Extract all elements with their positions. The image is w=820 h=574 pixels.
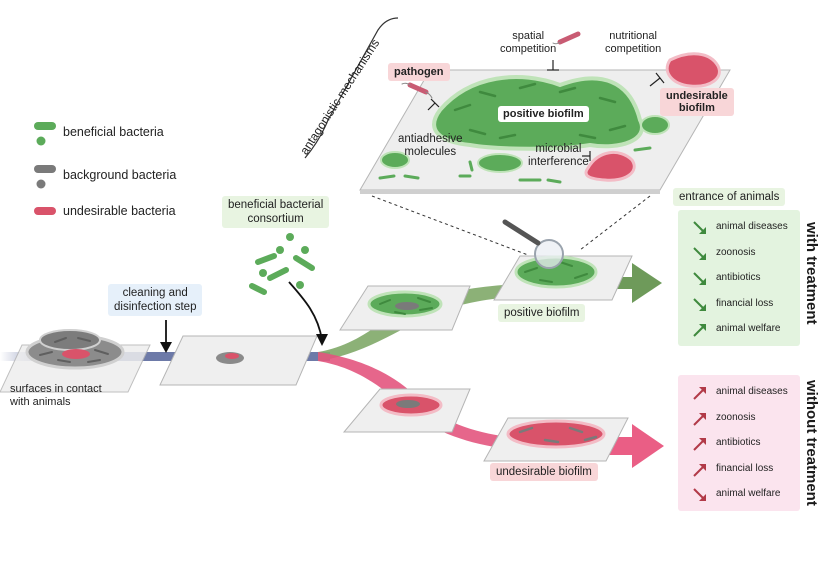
- arrow-down-right-icon: [693, 272, 706, 285]
- undesirable-biofilm-top-label: undesirable biofilm: [660, 88, 734, 116]
- undesirable-biofilm-label: undesirable biofilm: [490, 463, 598, 481]
- arrow-up-right-icon: [693, 463, 706, 477]
- with-treatment-panel: animal diseases zoonosis antibiotics financ…: [678, 210, 800, 346]
- pathogen-label: pathogen: [388, 63, 450, 81]
- impact-label: zoonosis: [716, 246, 756, 258]
- arrow-up-right-icon: [693, 412, 706, 426]
- impact-row: zoonosis: [678, 242, 800, 266]
- impact-row: animal welfare: [678, 318, 800, 342]
- green-arrow: [600, 263, 662, 303]
- legend-undesirable: undesirable bacteria: [63, 204, 176, 218]
- impact-row: financial loss: [678, 293, 800, 317]
- positive-biofilm-label: positive biofilm: [498, 304, 586, 322]
- arrow-down-right-icon: [693, 246, 706, 260]
- impact-label: antibiotics: [716, 437, 761, 448]
- nutritional-competition-label: nutritional competition: [605, 30, 662, 55]
- impact-row: animal diseases: [678, 216, 800, 240]
- pink-path: [318, 352, 560, 452]
- impact-label: animal welfare: [716, 323, 781, 334]
- consortium-arrow: [288, 281, 323, 341]
- magnifier-handle: [502, 219, 541, 246]
- spatial-competition-label: spatial competition: [500, 30, 557, 55]
- entrance-label: entrance of animals: [673, 188, 786, 206]
- arrow-up-right-icon: [693, 438, 706, 451]
- arrow-down-right-icon: [693, 221, 706, 234]
- with-treatment-title: with treatment: [803, 222, 820, 325]
- impact-label: animal diseases: [716, 386, 788, 397]
- arrow-down-right-icon: [693, 297, 706, 311]
- impact-label: animal welfare: [716, 488, 781, 499]
- positive-biofilm-top-label: positive biofilm: [498, 106, 589, 122]
- impact-row: zoonosis: [678, 407, 800, 431]
- impact-label: financial loss: [716, 297, 774, 309]
- impact-row: animal diseases: [678, 381, 800, 405]
- legend-icons: [34, 122, 56, 215]
- impact-label: zoonosis: [716, 411, 756, 423]
- impact-label: financial loss: [716, 462, 774, 474]
- impact-row: financial loss: [678, 458, 800, 482]
- impact-row: antibiotics: [678, 432, 800, 456]
- arrow-up-right-icon: [693, 324, 706, 337]
- legend-background: background bacteria: [63, 168, 177, 182]
- zoom-line-right: [579, 195, 651, 251]
- without-treatment-title: without treatment: [803, 380, 820, 506]
- without-treatment-panel: animal diseases zoonosis antibiotics financ…: [678, 375, 800, 511]
- arrow-up-right-icon: [693, 387, 706, 400]
- antiadhesive-label: antiadhesive molecules: [398, 133, 463, 158]
- cleaning-label: cleaning and disinfection step: [108, 284, 203, 316]
- microbial-interference-label: microbial interference: [528, 143, 589, 168]
- impact-label: animal diseases: [716, 221, 788, 232]
- consortium-label: beneficial bacterial consortium: [222, 196, 330, 228]
- surfaces-label: surfaces in contact with animals: [10, 383, 102, 408]
- antagonistic-bracket: [304, 17, 399, 159]
- impact-row: antibiotics: [678, 267, 800, 291]
- magnifier-lens: [534, 239, 564, 269]
- arrow-down-right-icon: [693, 488, 706, 501]
- impact-row: animal welfare: [678, 483, 800, 507]
- legend-beneficial: beneficial bacteria: [63, 125, 164, 139]
- impact-label: antibiotics: [716, 272, 761, 283]
- zoom-line-left: [371, 195, 529, 256]
